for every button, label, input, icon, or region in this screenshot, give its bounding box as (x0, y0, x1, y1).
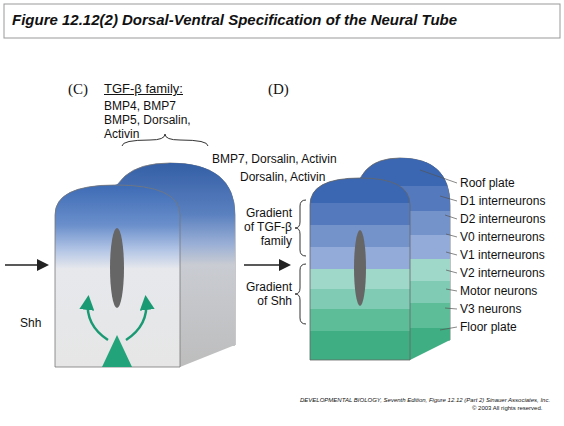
region-label: Floor plate (460, 320, 517, 334)
region-label: V1 interneurons (460, 248, 545, 262)
region-label: D2 interneurons (460, 212, 545, 226)
factor-list: Dorsalin, Activin (240, 170, 360, 184)
group-heading: TGF-β family: (104, 81, 183, 97)
gradient-label: Gradient of TGF-β family (236, 206, 292, 248)
copyright-note: © 2003 All rights reserved. (472, 405, 542, 412)
region-label: D1 interneurons (460, 194, 545, 208)
region-label: Motor neurons (460, 284, 537, 298)
region-label: V0 interneurons (460, 230, 545, 244)
region-label: Roof plate (460, 176, 515, 190)
region-label: V2 interneurons (460, 266, 545, 280)
factor-list: BMP7, Dorsalin, Activin (212, 152, 372, 166)
panel-letter: (D) (268, 80, 289, 98)
gradient-label: Gradient of Shh (236, 280, 292, 308)
signal-label: Shh (20, 316, 41, 330)
region-label: V3 neurons (460, 302, 521, 316)
figure-title: Figure 12.12(2) Dorsal-Ventral Specifica… (12, 11, 457, 29)
panel-letter: (C) (68, 80, 88, 98)
factor-list: BMP4, BMP7 BMP5, Dorsalin, Activin (104, 99, 196, 141)
copyright-note: DEVELOPMENTAL BIOLOGY, Seventh Edition, … (300, 397, 550, 404)
